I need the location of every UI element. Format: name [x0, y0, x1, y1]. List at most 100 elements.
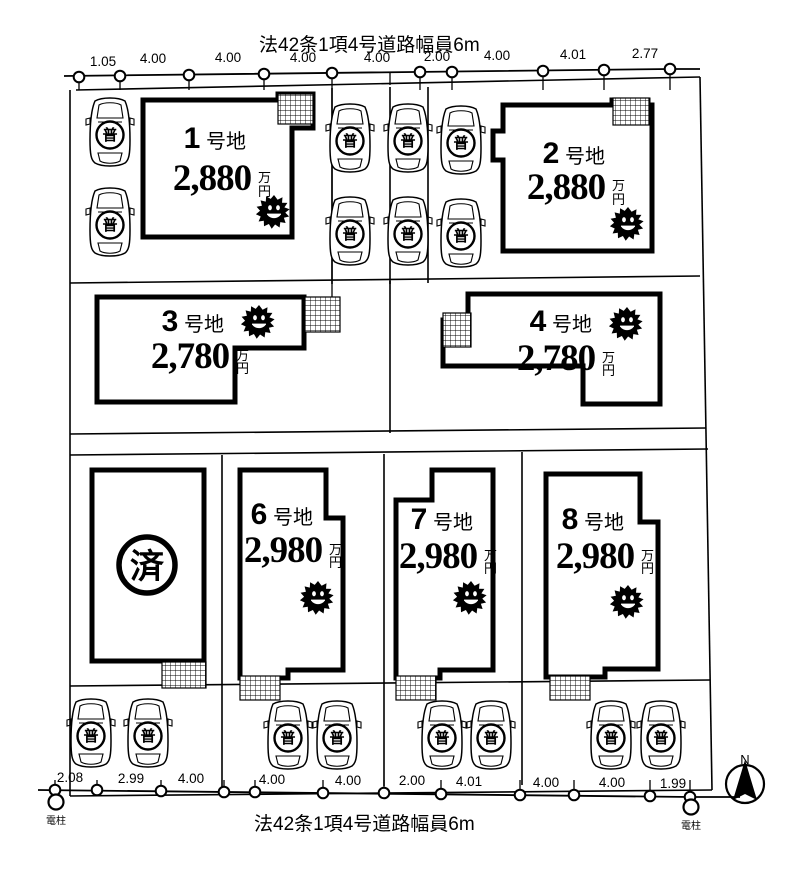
lot-3-apron	[304, 296, 341, 333]
lot-5-apron	[161, 661, 207, 689]
lot-4-apron	[442, 312, 472, 348]
lot-2-car-label-2: 普	[453, 227, 468, 245]
bottom-car-2-label: 普	[140, 727, 155, 745]
bottom-car-5-label: 普	[434, 729, 449, 747]
dim-node	[257, 67, 271, 81]
bot-dim-0: 2.08	[57, 770, 83, 785]
dim-node	[663, 62, 677, 76]
pole-right-label: 電柱	[681, 819, 701, 832]
lot-1-apron	[277, 93, 314, 125]
lot-7-number: 7	[411, 503, 428, 536]
bottom-road-label: 法42条1項4号道路幅員6m	[254, 813, 475, 835]
lot-6-price: 2,980	[244, 530, 323, 571]
dim-node	[643, 789, 657, 803]
dim-node	[217, 785, 231, 799]
dim-node	[597, 63, 611, 77]
top-dim-4: 4.00	[364, 50, 390, 65]
lot-4-price-unit-man: 万	[602, 350, 615, 365]
lot-3-number: 3	[162, 305, 179, 338]
dim-node	[325, 66, 339, 80]
lot-4-building-outline-2	[440, 291, 663, 407]
bottom-parking-row: 普 普 普 普 普 普 普 普	[65, 697, 687, 771]
parcel-boundaries	[69, 76, 713, 797]
lot-8-price-unit-en: 円	[641, 561, 654, 576]
bot-dim-7: 4.00	[533, 775, 559, 790]
lot-2-number: 2	[543, 137, 560, 170]
utility-pole-right: 電柱	[681, 798, 701, 832]
lot-8-number: 8	[562, 503, 579, 536]
lot-2-price-unit-en: 円	[612, 192, 625, 207]
lot-4[interactable]: 4 号地 2,780 万 円	[440, 291, 663, 407]
dim-node	[182, 68, 196, 82]
bot-dim-9: 1.99	[660, 776, 686, 791]
lot-6-price-unit-en: 円	[329, 555, 342, 570]
dim-node	[536, 64, 550, 78]
bottom-car-3-label: 普	[280, 729, 295, 747]
top-dim-1: 4.00	[140, 51, 166, 66]
lot-1-number: 1	[184, 122, 201, 155]
lot-2-price-unit-man: 万	[612, 178, 625, 193]
bot-dim-5: 2.00	[399, 773, 425, 788]
top-dimension-line: 1.05 4.00 4.00 4.00 4.00 2.00 4.00 4.01 …	[63, 46, 700, 300]
north-arrow-icon	[733, 760, 757, 800]
top-dim-8: 2.77	[632, 46, 658, 61]
pole-left-label: 電柱	[46, 814, 66, 827]
dim-node	[72, 70, 86, 84]
bot-dim-8: 4.00	[599, 775, 625, 790]
parking-car-b2-label: 普	[400, 225, 415, 243]
parking-car-a2-label: 普	[342, 225, 357, 243]
lot-1-car-label-1: 普	[102, 126, 117, 144]
lot-2-building-outline	[490, 97, 655, 254]
lot-5-sold[interactable]: 済	[89, 467, 207, 689]
bottom-car-1-label: 普	[83, 727, 98, 745]
sold-badge-circle	[116, 534, 178, 596]
lot-7-price: 2,980	[399, 536, 478, 577]
compass-north-label: N	[740, 752, 749, 767]
lot-3-price-unit-en: 円	[236, 361, 249, 376]
lot-1-suffix: 号地	[206, 130, 246, 153]
dim-node	[434, 787, 448, 801]
lot-6[interactable]: 6 号地 2,980 万 円	[237, 467, 346, 701]
dim-node	[154, 784, 168, 798]
bottom-car-8-label: 普	[653, 729, 668, 747]
lot-1-car-label-2: 普	[102, 216, 117, 234]
lot-3-suffix: 号地	[184, 313, 224, 336]
parking-car-a1-label: 普	[342, 132, 357, 150]
lot-8-price: 2,980	[556, 536, 635, 577]
bottom-car-7-label: 普	[603, 729, 618, 747]
bot-dim-3: 4.00	[259, 772, 285, 787]
lot-7[interactable]: 7 号地 2,980 万 円	[393, 467, 497, 701]
lot-3[interactable]: 3 号地 2,780 万 円	[94, 294, 341, 405]
lot-7-apron	[395, 675, 437, 701]
lot-3-price: 2,780	[151, 336, 230, 377]
lot-1-price-unit-en: 円	[258, 184, 271, 199]
dim-node	[513, 788, 527, 802]
utility-pole-left: 電柱	[46, 793, 66, 827]
lot-6-suffix: 号地	[273, 506, 313, 529]
lot-6-price-unit-man: 万	[329, 542, 342, 557]
dim-node	[248, 785, 262, 799]
lot-1[interactable]: 1 号地 2,880 万 円 普 普	[84, 91, 316, 258]
lot-8-price-unit-man: 万	[641, 548, 654, 563]
lot-2[interactable]: 2 号地 2,880 万 円 普 普	[435, 97, 655, 269]
dim-node	[413, 65, 427, 79]
top-dim-3: 4.00	[290, 50, 316, 65]
top-dim-6: 4.00	[484, 48, 510, 63]
dim-node	[567, 788, 581, 802]
lot-2-suffix: 号地	[565, 145, 605, 168]
top-dim-2: 4.00	[215, 50, 241, 65]
dim-node	[377, 786, 391, 800]
bot-dim-4: 4.00	[335, 773, 361, 788]
lot-1-price: 2,880	[173, 158, 252, 199]
dim-node	[445, 65, 459, 79]
top-dim-5: 2.00	[424, 49, 450, 64]
lot-7-price-unit-en: 円	[484, 561, 497, 576]
parking-car-b1-label: 普	[400, 132, 415, 150]
lot-8[interactable]: 8 号地 2,980 万 円	[543, 471, 661, 701]
dim-node	[90, 783, 104, 797]
lot-2-apron	[612, 97, 650, 126]
lot-8-suffix: 号地	[584, 511, 624, 534]
top-dim-0: 1.05	[90, 54, 116, 69]
lot-4-suffix: 号地	[552, 313, 592, 336]
